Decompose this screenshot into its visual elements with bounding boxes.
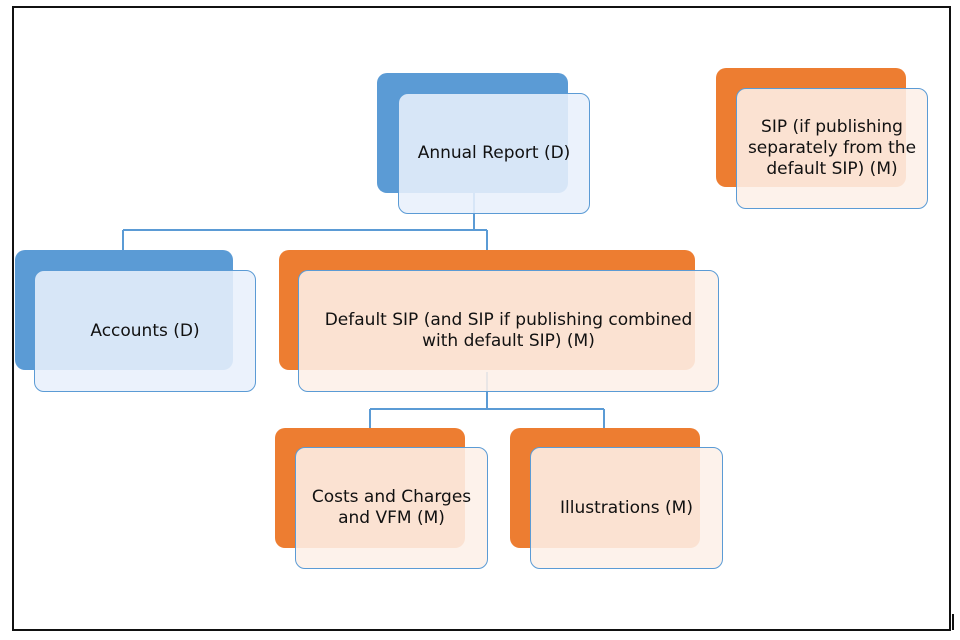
sip-separate-label: SIP (if publishing separately from the d…	[747, 117, 917, 179]
accounts-label: Accounts (D)	[90, 320, 200, 341]
costs-and-charges-node: Costs and Charges and VFM (M)	[295, 447, 488, 569]
annual-report-label: Annual Report (D)	[417, 143, 571, 163]
accounts-node: Accounts (D)	[34, 270, 256, 392]
default-sip-node: Default SIP (and SIP if publishing combi…	[298, 270, 719, 392]
illustrations-node: Illustrations (M)	[530, 447, 723, 569]
costs-and-charges-label: Costs and Charges and VFM (M)	[311, 487, 472, 528]
default-sip-label: Default SIP (and SIP if publishing combi…	[324, 310, 693, 351]
sip-separate-node: SIP (if publishing separately from the d…	[736, 88, 928, 209]
annual-report-node: Annual Report (D)	[398, 93, 590, 214]
illustrations-label: Illustrations (M)	[560, 497, 693, 518]
edge-mark	[952, 614, 954, 630]
